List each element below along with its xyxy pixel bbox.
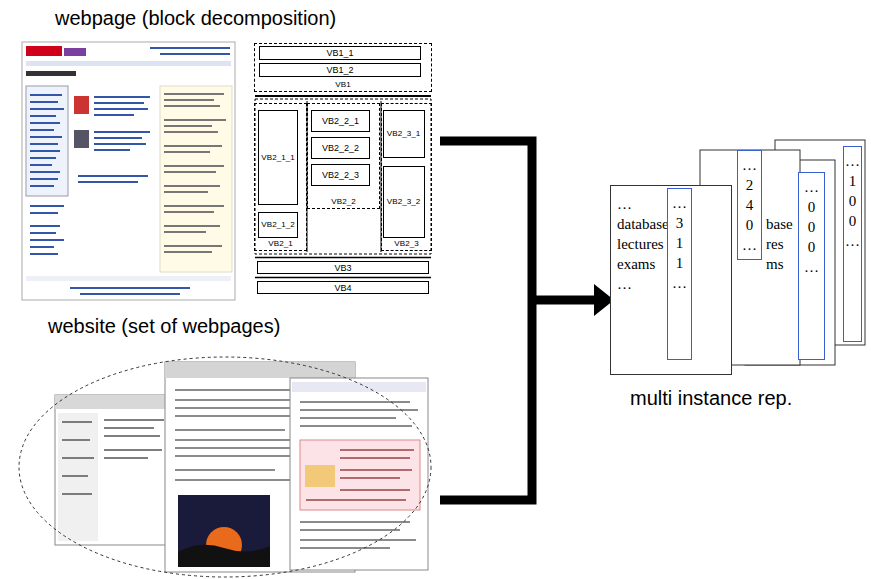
photo-ground (178, 545, 270, 567)
nav-links (30, 206, 64, 254)
term-vector: … 1 0 0 … (843, 146, 862, 342)
block-label: VB1_2 (326, 65, 353, 75)
visual-block: VB1_1 (259, 46, 421, 60)
text-lines (300, 402, 418, 426)
vector-values: … 1 0 0 … (845, 151, 860, 251)
merge-bracket (440, 141, 532, 500)
document-page: … database lectures exams …… 3 1 1 … (610, 185, 732, 375)
visual-block: VB3 (257, 261, 429, 274)
nav-links (30, 95, 64, 186)
block-label: VB2_1_1 (261, 153, 294, 163)
block-label: VB3 (334, 263, 351, 273)
block-group: VB2_1 VB2_1_1VB2_1_2 (254, 103, 307, 251)
block-group: VB2_2 VB2_2_1VB2_2_2VB2_2_3 (307, 103, 380, 209)
visual-block: VB2_1_2 (258, 212, 298, 238)
block-label: VB2_2_2 (322, 143, 359, 153)
term-vector: … 3 1 1 … (667, 188, 692, 360)
visual-block: VB2_2_2 (311, 137, 370, 159)
block-label: VB2_3_1 (387, 129, 420, 139)
section-title: webpage (block decomposition) (55, 6, 336, 30)
visual-block: VB2_2_3 (311, 164, 370, 186)
sidebar (58, 413, 98, 541)
partial-word: ms (766, 254, 784, 274)
vector-values: … 0 0 0 … (804, 177, 819, 277)
visual-block: VB4 (257, 281, 429, 294)
visual-block: VB2_2_1 (311, 110, 370, 132)
partial-word: res (766, 234, 784, 254)
logo (26, 46, 62, 56)
section-title: multi instance rep. (630, 386, 792, 410)
block-group: VB1 VB1_1VB1_2 (254, 43, 432, 92)
text-lines (78, 97, 150, 182)
separator-line (255, 95, 431, 97)
term-vector: … 0 0 0 … (798, 172, 825, 360)
website-ellipse (19, 357, 431, 577)
text-lines (164, 94, 226, 252)
photo (178, 495, 270, 567)
thumbnail (74, 96, 89, 114)
block-label: VB2_3 (382, 239, 431, 249)
search-bar (26, 61, 231, 66)
block-label: VB2_3_2 (387, 197, 420, 207)
term-vector: … 2 4 0 … (737, 150, 762, 260)
logo (64, 48, 86, 56)
screenshot-frame (22, 42, 235, 300)
section-title: website (set of webpages) (48, 314, 280, 338)
content-panel (300, 440, 420, 510)
visual-block: VB1_2 (259, 63, 421, 77)
separator-line (255, 258, 431, 278)
block-label: VB2_1_2 (261, 220, 294, 230)
header-band (292, 382, 426, 392)
thumbnail (74, 130, 89, 148)
link-lines (150, 48, 230, 54)
visual-block: VB2_3_2 (383, 166, 425, 238)
text-lines (300, 522, 416, 548)
block-label: VB2_2_3 (322, 170, 359, 180)
block-label: VB4 (334, 283, 351, 293)
block-label: VB2_1 (255, 239, 306, 249)
vector-values: … 3 1 1 … (672, 193, 687, 293)
nav-column (26, 86, 68, 196)
block-label: VB1 (255, 80, 431, 90)
side-column (160, 86, 232, 272)
block-label: VB1_1 (326, 48, 353, 58)
block-label: VB2_2 (308, 197, 379, 207)
block-label: VB2_2_1 (322, 116, 359, 126)
term-list: … database lectures exams … (617, 194, 669, 294)
separator-line (307, 101, 381, 252)
block-group: VB2_3 VB2_3_1VB2_3_2 (381, 103, 432, 251)
block-group-outline (255, 99, 431, 254)
text-lines (62, 420, 164, 494)
text-lines (306, 450, 414, 500)
arrow-shaft (532, 296, 596, 305)
footer-links (70, 288, 190, 294)
footer-bar (26, 276, 231, 281)
browser-window (290, 378, 428, 570)
toolbar (165, 362, 355, 378)
thumbnail (305, 465, 335, 487)
partial-word: base (766, 214, 793, 234)
visual-block: VB2_3_1 (383, 110, 425, 158)
vector-values: … 2 4 0 … (742, 155, 757, 255)
visual-block: VB2_1_1 (258, 110, 298, 205)
heading-bar (26, 71, 76, 76)
